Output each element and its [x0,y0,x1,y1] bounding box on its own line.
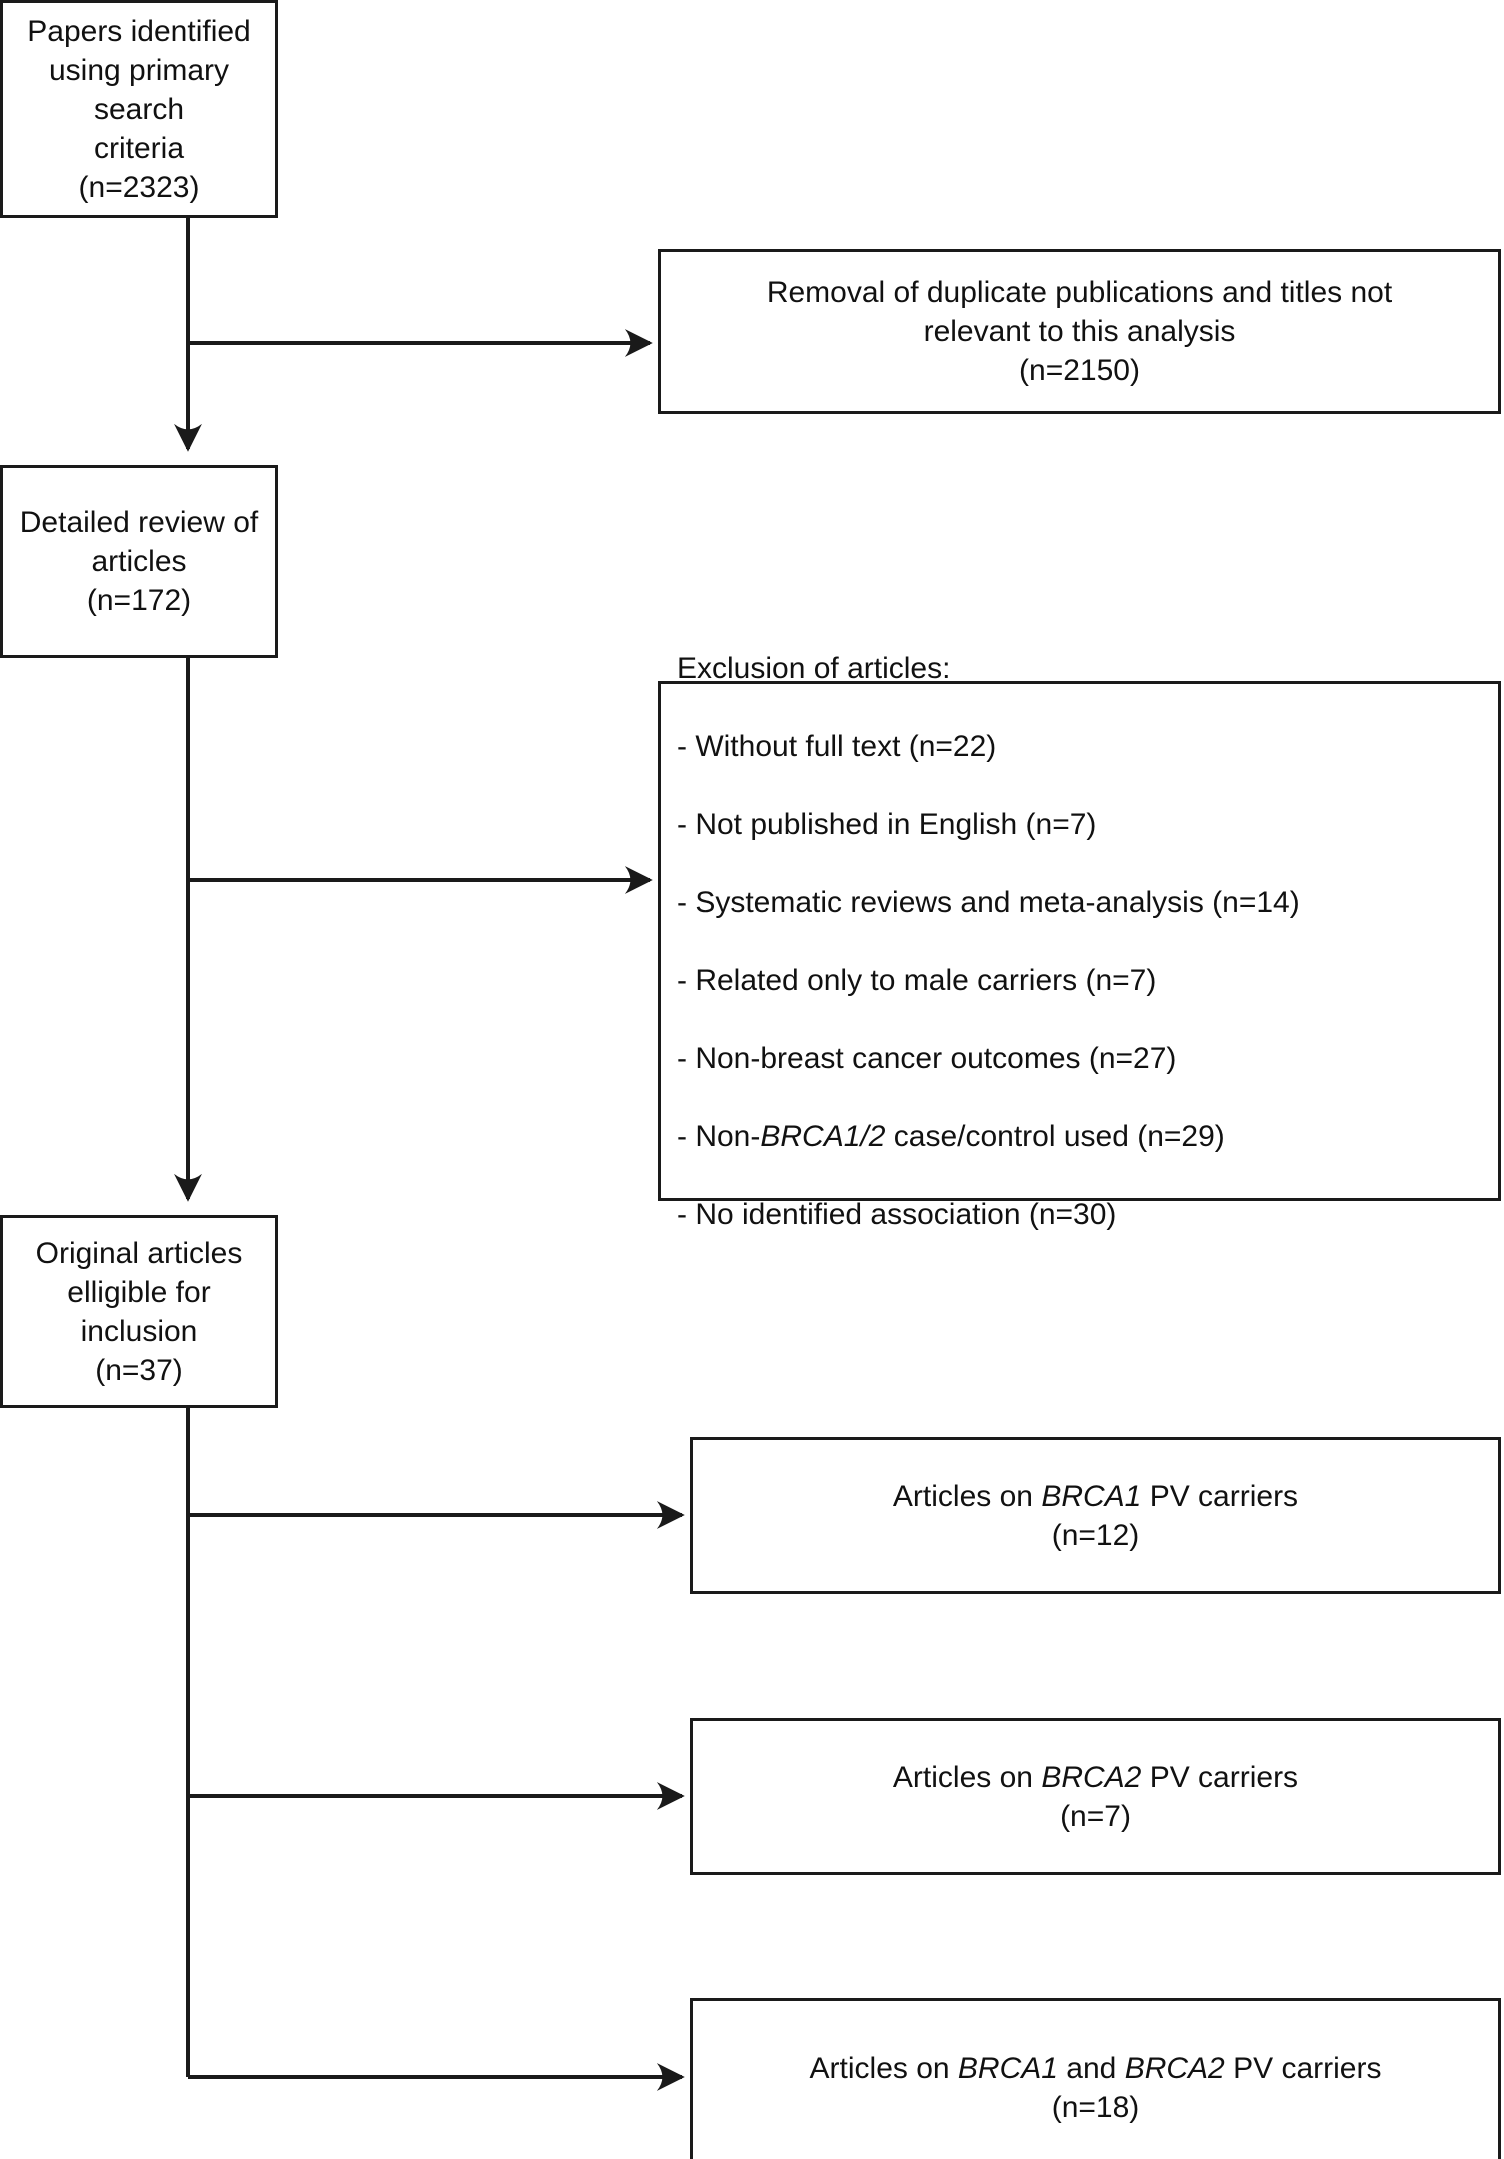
outcome-prefix: Articles on [892,1479,1042,1513]
exclusion-heading: Exclusion of articles: [677,651,951,685]
node-articles-brca2: Articles on BRCA2 PV carriers (n=7) [690,1718,1501,1875]
node-articles-brca1: Articles on BRCA1 PV carriers(n=12) [690,1437,1501,1594]
node-removal-duplicates-label: Removal of duplicate publications and ti… [766,276,1393,387]
exclusion-item: - Systematic reviews and meta-analysis (… [677,885,1300,919]
gene-name-italic: BRCA2 [1124,2052,1225,2085]
node-articles-brca1-and-brca2-label: Articles on BRCA1 and BRCA2 PV carriers (… [693,2049,1498,2127]
exclusion-item: - Related only to male carriers (n=7) [677,963,1157,997]
exclusion-item-brca: - Non-BRCA1/2 case/control used (n=29) [677,1117,1482,1156]
node-articles-brca1-label: Articles on BRCA1 PV carriers(n=12) [693,1477,1498,1555]
exclusion-item-suffix: case/control used (n=29) [885,1119,1225,1153]
outcome-middle: and [1057,2052,1125,2085]
node-articles-brca1-and-brca2: Articles on BRCA1 and BRCA2 PV carriers (… [690,1998,1501,2159]
gene-name-italic: BRCA1/2 [760,1119,886,1153]
gene-name-italic: BRCA2 [1041,1760,1142,1794]
outcome-suffix: PV carriers [1224,2052,1382,2085]
gene-name-italic: BRCA1 [957,2052,1058,2085]
node-papers-identified: Papers identified using primary search c… [0,0,278,218]
outcome-count: (n=7) [1060,1799,1131,1833]
node-original-articles-eligible-label: Original articles elligible for inclusio… [35,1236,243,1387]
exclusion-item: - No identified association (n=30) [677,1197,1117,1231]
node-detailed-review: Detailed review of articles (n=172) [0,465,278,658]
node-removal-duplicates: Removal of duplicate publications and ti… [658,249,1501,414]
exclusion-item: - Non-breast cancer outcomes (n=27) [677,1041,1177,1075]
node-detailed-review-label: Detailed review of articles (n=172) [19,506,259,617]
outcome-count: (n=18) [1051,2091,1140,2124]
gene-name-italic: BRCA1 [1041,1479,1142,1513]
node-articles-brca2-label: Articles on BRCA2 PV carriers (n=7) [693,1758,1498,1836]
outcome-prefix: Articles on [892,1760,1042,1794]
exclusion-item-prefix: - Non- [677,1119,761,1153]
node-original-articles-eligible: Original articles elligible for inclusio… [0,1215,278,1408]
outcome-count: (n=12) [1051,1518,1140,1552]
outcome-suffix: PV carriers [1141,1760,1299,1794]
node-exclusion-of-articles: Exclusion of articles: - Without full te… [658,652,1501,1231]
outcome-prefix: Articles on [809,2052,958,2085]
exclusion-item: - Without full text (n=22) [677,729,997,763]
node-papers-identified-label: Papers identified using primary search c… [27,14,251,204]
exclusion-item: - Not published in English (n=7) [677,807,1097,841]
outcome-suffix: PV carriers [1141,1479,1299,1513]
node-exclusion-list: Exclusion of articles: - Without full te… [661,610,1498,1273]
